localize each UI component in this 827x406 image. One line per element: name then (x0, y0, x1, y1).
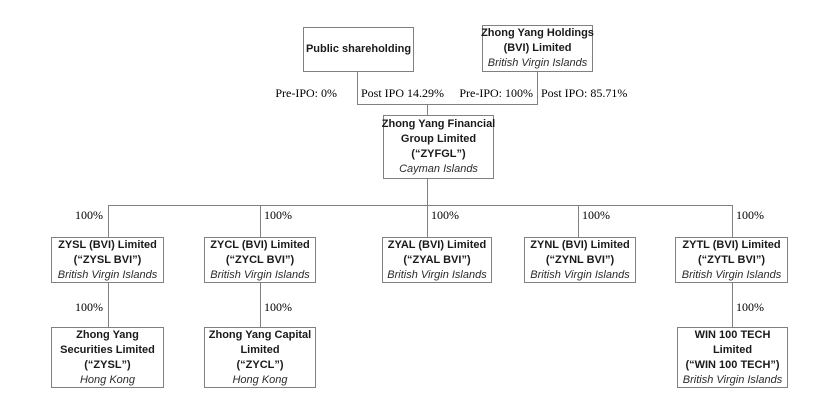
connector-zycl-bvi-up (260, 205, 261, 237)
connector-tier1-horizontal (357, 104, 538, 105)
node-title: (“ZYTL BVI”) (697, 253, 765, 266)
node-title: (“ZYCL BVI”) (225, 253, 295, 266)
node-zhong-yang-holdings: Zhong Yang Holdings (BVI) Limited Britis… (481, 25, 594, 72)
connector-capital-up (260, 283, 261, 327)
node-title: (“ZYNL BVI”) (545, 253, 615, 266)
node-jurisdiction: British Virgin Islands (210, 268, 310, 281)
connector-tier2-horizontal (108, 205, 733, 206)
node-jurisdiction: British Virgin Islands (387, 268, 487, 281)
node-title: Zhong Yang (76, 328, 139, 341)
node-zycl-bvi: ZYCL (BVI) Limited (“ZYCL BVI”) British … (204, 237, 316, 283)
node-zyal-bvi: ZYAL (BVI) Limited (“ZYAL BVI”) British … (382, 237, 492, 283)
node-win-100-tech: WIN 100 TECH Limited (“WIN 100 TECH”) Br… (677, 327, 788, 388)
node-title: Group Limited (400, 133, 477, 145)
ownership-label-zyal-bvi: 100% (431, 208, 459, 222)
node-title: (“ZYSL”) (84, 358, 131, 371)
ownership-label-securities: 100% (75, 300, 103, 314)
node-jurisdiction: Cayman Islands (399, 163, 478, 175)
node-title: Zhong Yang Holdings (481, 27, 594, 39)
connector-win100-up (732, 283, 733, 327)
connector-zyfgl-down (427, 179, 428, 205)
node-title: Zhong Yang Financial (381, 118, 496, 130)
connector-holdings-down (537, 72, 538, 104)
node-title: (“ZYAL BVI”) (403, 253, 471, 266)
node-zhong-yang-capital: Zhong Yang Capital Limited (“ZYCL”) Hong… (204, 327, 316, 388)
node-title: (“ZYFGL”) (411, 148, 466, 160)
ownership-label-zysl-bvi: 100% (75, 208, 103, 222)
node-zytl-bvi: ZYTL (BVI) Limited (“ZYTL BVI”) British … (675, 237, 788, 283)
ownership-label-holdings-pre-ipo: Pre-IPO: 100% (459, 86, 533, 100)
node-title: (BVI) Limited (503, 42, 572, 54)
connector-zyfgl-up (427, 104, 428, 115)
node-title: Public shareholding (305, 43, 412, 55)
ownership-label-capital: 100% (264, 300, 292, 314)
node-jurisdiction: British Virgin Islands (681, 268, 782, 281)
node-title: ZYNL (BVI) Limited (530, 238, 630, 251)
node-title: (“ZYCL”) (236, 358, 284, 371)
node-title: (“WIN 100 TECH”) (685, 358, 780, 371)
ownership-label-public-pre-ipo: Pre-IPO: 0% (275, 86, 337, 100)
ownership-label-win100: 100% (736, 300, 764, 314)
node-jurisdiction: British Virgin Islands (57, 268, 158, 281)
node-jurisdiction: Hong Kong (232, 373, 288, 386)
connector-securities-up (108, 283, 109, 327)
connector-zyal-bvi-up (427, 205, 428, 237)
node-title: Limited (712, 343, 753, 356)
node-title: Zhong Yang Capital (208, 328, 312, 341)
ownership-label-zytl-bvi: 100% (736, 208, 764, 222)
node-jurisdiction: British Virgin Islands (530, 268, 630, 281)
node-zyfgl: Zhong Yang Financial Group Limited (“ZYF… (381, 115, 496, 179)
node-title: ZYCL (BVI) Limited (210, 238, 310, 251)
node-title: ZYSL (BVI) Limited (58, 238, 157, 251)
node-jurisdiction: Hong Kong (79, 373, 136, 386)
node-jurisdiction: British Virgin Islands (487, 57, 588, 69)
connector-zysl-bvi-up (108, 205, 109, 237)
node-title: WIN 100 TECH (694, 328, 771, 341)
connector-zytl-bvi-up (732, 205, 733, 237)
ownership-label-zycl-bvi: 100% (264, 208, 292, 222)
node-public-shareholding: Public shareholding (303, 27, 414, 72)
node-jurisdiction: British Virgin Islands (682, 373, 783, 386)
connector-public-down (357, 72, 358, 104)
node-zysl-bvi: ZYSL (BVI) Limited (“ZYSL BVI”) British … (51, 237, 164, 283)
ownership-label-public-post-ipo: Post IPO 14.29% (361, 86, 445, 100)
ownership-label-zynl-bvi: 100% (582, 208, 610, 222)
node-title: ZYTL (BVI) Limited (682, 238, 781, 251)
node-title: Limited (240, 343, 280, 356)
node-zynl-bvi: ZYNL (BVI) Limited (“ZYNL BVI”) British … (524, 237, 636, 283)
node-title: Securities Limited (60, 343, 155, 356)
connector-zynl-bvi-up (578, 205, 579, 237)
node-title: ZYAL (BVI) Limited (387, 238, 487, 251)
node-title: (“ZYSL BVI”) (73, 253, 142, 266)
ownership-label-holdings-post-ipo: Post IPO: 85.71% (541, 86, 628, 100)
node-zhong-yang-securities: Zhong Yang Securities Limited (“ZYSL”) H… (51, 327, 164, 388)
